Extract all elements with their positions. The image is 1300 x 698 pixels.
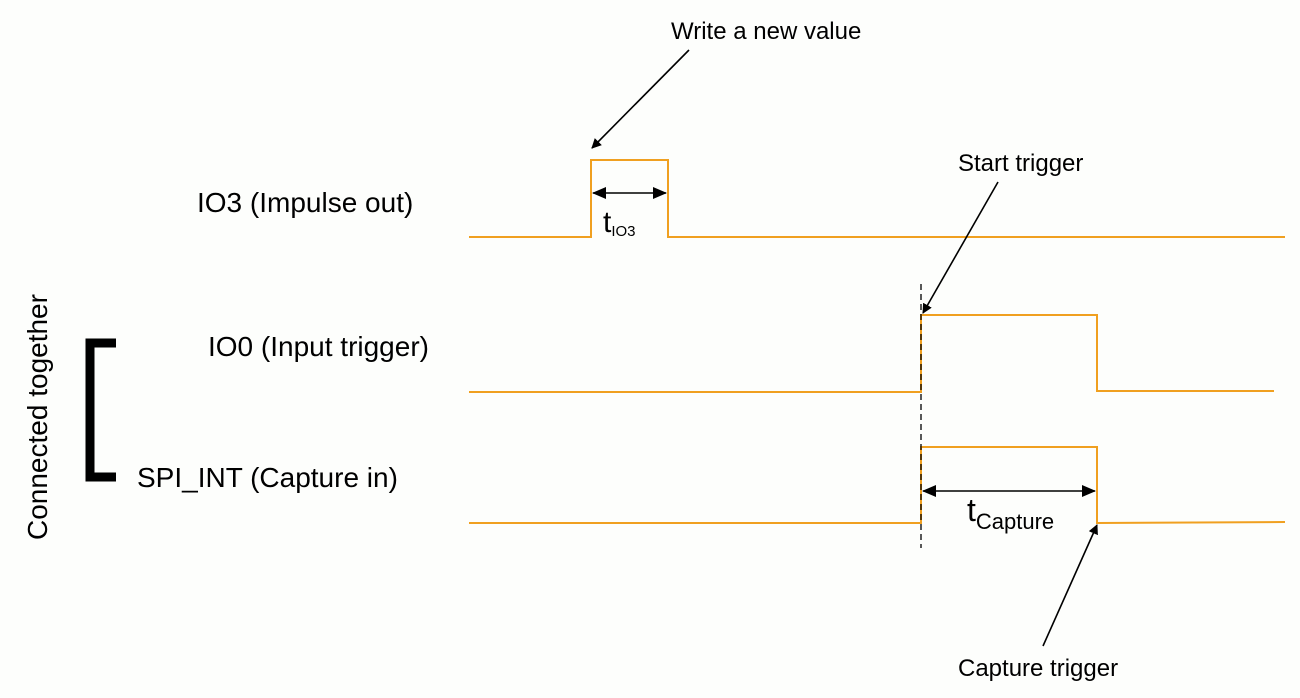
side-label-connected-together: Connected together [22, 294, 53, 540]
arrow-start-trigger [922, 181, 999, 314]
signal-label-io3: IO3 (Impulse out) [197, 187, 413, 218]
annotation-write-new-value: Write a new value [671, 18, 861, 45]
waveform-spi-int [469, 446, 1286, 525]
duration-capture-sub: Capture [976, 509, 1054, 534]
connection-bracket [85, 338, 116, 482]
annotation-capture-trigger: Capture trigger [958, 655, 1118, 682]
waveform-io0 [469, 314, 1274, 393]
signal-label-io0: IO0 (Input trigger) [208, 331, 429, 362]
duration-label-capture: tCapture [967, 492, 1054, 534]
duration-io3-main: t [603, 206, 612, 239]
signal-label-spi-int: SPI_INT (Capture in) [137, 462, 398, 493]
waveform-io3 [469, 159, 1285, 238]
duration-label-io3: tIO3 [603, 206, 636, 240]
arrow-capture-trigger [1042, 524, 1098, 647]
duration-capture-main: t [967, 492, 976, 528]
arrow-write-new-value [591, 49, 690, 149]
annotation-start-trigger: Start trigger [958, 150, 1083, 177]
duration-io3-sub: IO3 [611, 223, 635, 240]
